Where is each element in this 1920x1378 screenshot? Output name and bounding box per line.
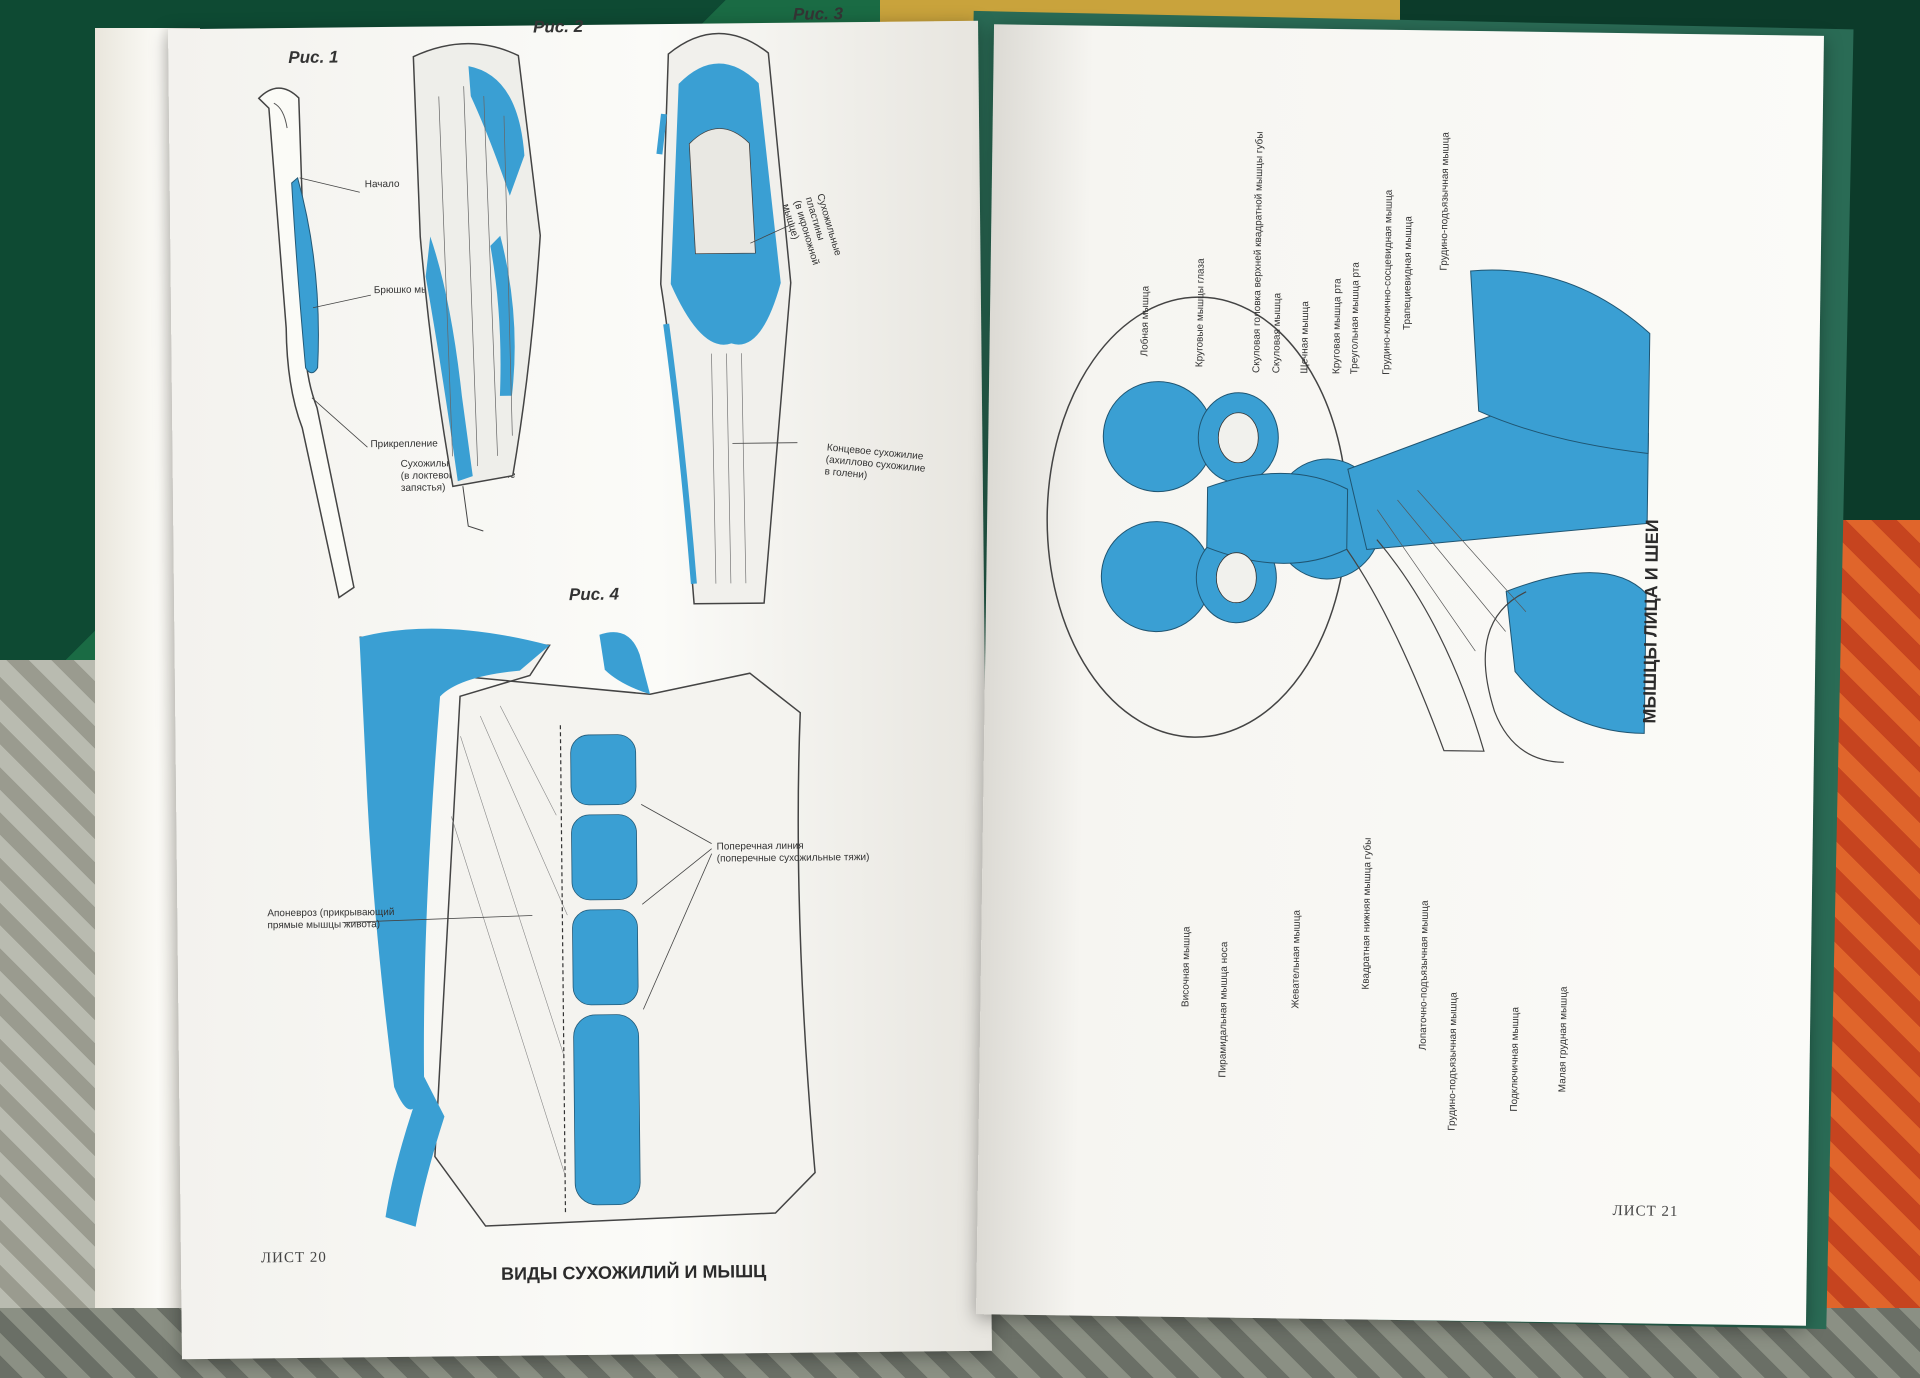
label-krugovaya-rta: Круговая мышца рта — [1331, 278, 1344, 375]
annot-konc: Концевое сухожилие (ахиллово сухожилие в… — [824, 442, 927, 487]
label-trapecievidnaya: Трапециевидная мышца — [1401, 216, 1415, 331]
fig1-arm-illustration — [257, 87, 371, 599]
label-visochnaya: Височная мышца — [1180, 926, 1193, 1008]
left-page: Рис. 1 Рис. 2 Рис. 3 Рис. 4 Начало Брюшк… — [168, 4, 992, 1360]
right-page: Лобная мышца Круговые мышцы глаза Скулов… — [976, 24, 1824, 1326]
label-skulovaya: Скуловая мышца — [1271, 292, 1284, 374]
left-page-number: ЛИСТ 20 — [260, 1249, 327, 1267]
face-neck-illustration — [1046, 269, 1651, 763]
label-zhevatelnaya: Жевательная мышца — [1290, 909, 1303, 1009]
annot-aponevroz-line2: прямые мышцы живота) — [267, 919, 381, 932]
annot-nachalo: Начало — [364, 178, 400, 191]
annot-poperech: Поперечная линия (поперечные сухожильные… — [717, 840, 870, 866]
fig3-label: Рис. 3 — [792, 4, 844, 24]
label-krugovye-glaza: Круговые мышцы глаза — [1194, 258, 1207, 368]
fig2-forearm-illustration — [412, 42, 541, 532]
label-piramidalnaya: Пирамидальная мышца носа — [1217, 941, 1231, 1078]
label-treugolnaya: Треугольная мышца рта — [1349, 262, 1362, 375]
label-shchechnaya: Щечная мышца — [1299, 301, 1312, 374]
right-page-number: ЛИСТ 21 — [1612, 1203, 1679, 1220]
label-kvadratnaya-nizhnyaya: Квадратная нижняя мышца губы — [1360, 837, 1374, 990]
label-grudino-podyazychnaya-top: Грудино-подъязычная мышца — [1438, 132, 1452, 271]
label-lobnaya: Лобная мышца — [1139, 285, 1152, 357]
annot-poperech-line2: (поперечные сухожильные тяжи) — [716, 851, 870, 865]
fig3-calf-illustration — [656, 32, 798, 605]
label-malaya-grudnaya: Малая грудная мышца — [1557, 986, 1570, 1093]
left-page-title: ВИДЫ СУХОЖИЛИЙ И МЫШЦ — [501, 1261, 767, 1284]
fig1-label: Рис. 1 — [288, 47, 339, 68]
annot-aponevroz: Апоневроз (прикрывающий прямые мышцы жив… — [267, 907, 394, 932]
right-page-title: МЫШЦЫ ЛИЦА И ШЕИ — [1639, 519, 1663, 724]
fig4-abdomen-illustration — [342, 628, 816, 1227]
fig4-label: Рис. 4 — [568, 584, 620, 605]
label-podklyuchichnaya: Подключичная мышца — [1508, 1006, 1522, 1112]
label-lopatochno: Лопаточно-подъязычная мышца — [1417, 900, 1431, 1051]
label-grudino-podyazychnaya-bottom: Грудино-подъязычная мышца — [1446, 992, 1460, 1131]
